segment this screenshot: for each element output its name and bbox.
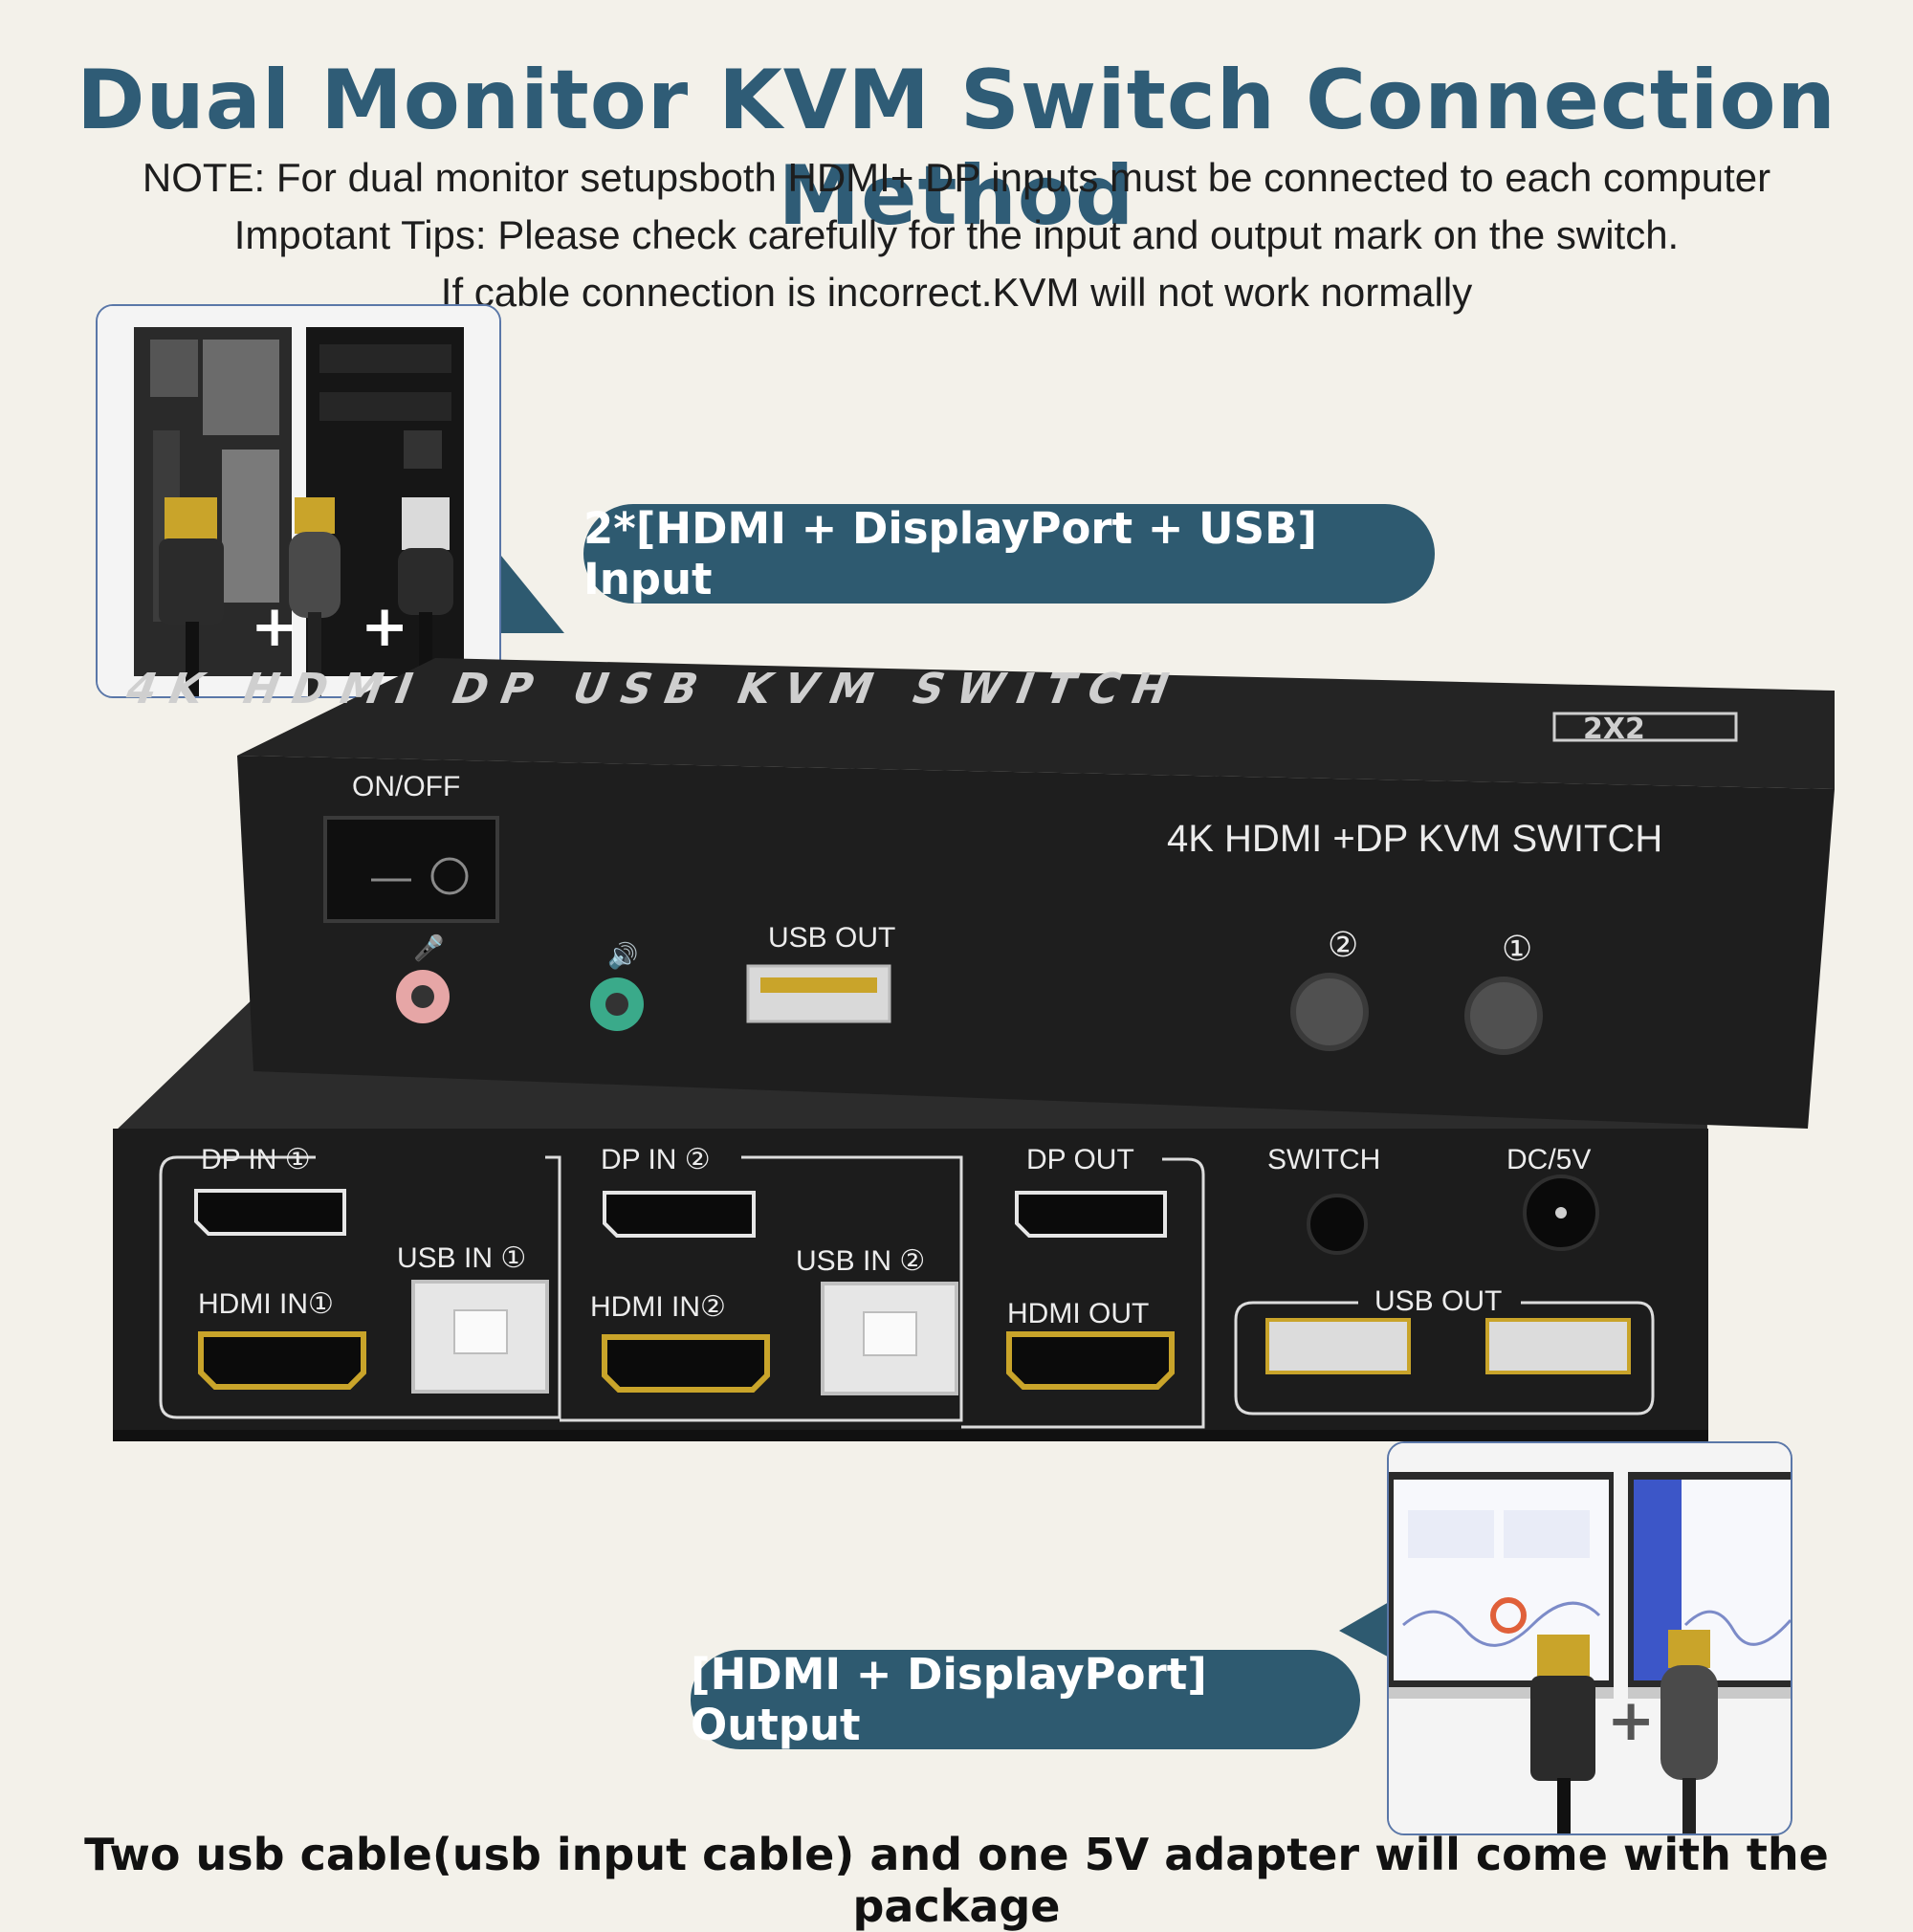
dp-plug-icon <box>295 497 335 534</box>
hdmi-out-port <box>1006 1331 1175 1390</box>
dc-label: DC/5V <box>1506 1144 1591 1175</box>
hdmi-plug-icon <box>1537 1635 1590 1678</box>
hdmi-in-2-port <box>602 1334 770 1393</box>
model-text: 4K HDMI +DP KVM SWITCH <box>1167 818 1662 860</box>
usb-in-2-label: USB IN ② <box>796 1245 925 1277</box>
front-panel <box>237 756 1835 1129</box>
usb-plug-icon <box>402 497 450 550</box>
usb-out-port-1 <box>1265 1318 1411 1374</box>
note-line-2: Impotant Tips: Please check carefully fo… <box>233 212 1680 257</box>
plus-icon: + <box>361 593 408 660</box>
dp-in-1-label: DP IN ① <box>201 1144 311 1175</box>
dp-in-1-port <box>194 1189 346 1236</box>
page-title: Dual Monitor KVM Switch Connection Metho… <box>77 53 1836 244</box>
select-button-1 <box>1464 977 1543 1055</box>
speaker-icon: 🔊 <box>607 940 638 971</box>
top-badge: 2X2 <box>1583 713 1645 746</box>
plus-icon: + <box>251 593 298 660</box>
input-1-group <box>159 1155 561 1419</box>
usb-out-group <box>1234 1301 1655 1416</box>
hdmi-in-1-port <box>198 1331 366 1390</box>
usb-in-1-label: USB IN ① <box>397 1242 526 1274</box>
hdmi-plug-icon <box>165 497 217 540</box>
hdmi-in-2-label: HDMI IN② <box>590 1291 726 1323</box>
power-switch <box>323 816 499 923</box>
select-button-2 <box>1290 973 1369 1051</box>
hdmi-in-1-label: HDMI IN① <box>198 1288 334 1320</box>
output-group <box>961 1157 1205 1429</box>
computers-illustration: + + <box>98 306 499 696</box>
switch-jack <box>1307 1194 1368 1255</box>
hdmi-out-label: HDMI OUT <box>1007 1298 1149 1329</box>
button-2-label: ② <box>1328 926 1358 965</box>
microphone-icon: 🎤 <box>413 933 444 963</box>
dp-in-2-port <box>603 1191 756 1238</box>
output-monitors-photo: + <box>1387 1441 1792 1835</box>
input-callout-pointer <box>493 545 564 633</box>
usb-out-port-2 <box>1485 1318 1631 1374</box>
top-print: 4K HDMI DP USB KVM SWITCH <box>119 664 1191 713</box>
usb-out-label: USB OUT <box>1374 1285 1502 1317</box>
button-1-label: ① <box>1502 930 1532 969</box>
dp-out-label: DP OUT <box>1026 1144 1134 1175</box>
device-top <box>237 658 1835 789</box>
note-line-1: NOTE: For dual monitor setupsboth HDMI+ … <box>142 155 1771 200</box>
input-computers-photo: + + <box>96 304 501 698</box>
switch-label: SWITCH <box>1267 1144 1380 1175</box>
note-line-3: If cable connection is incorrect.KVM wil… <box>440 270 1473 315</box>
dp-out-port <box>1015 1191 1167 1238</box>
front-usb-port <box>746 964 891 1023</box>
front-usb-out-label: USB OUT <box>768 922 895 954</box>
monitors-illustration: + <box>1389 1443 1791 1833</box>
dp-in-2-label: DP IN ② <box>601 1144 711 1175</box>
package-contents-note: Two usb cable(usb input cable) and one 5… <box>84 1829 1829 1932</box>
on-off-label: ON/OFF <box>352 771 460 802</box>
dp-plug-icon <box>1668 1630 1710 1668</box>
plus-icon: + <box>1607 1687 1655 1754</box>
output-callout: [HDMI + DisplayPort] Output <box>691 1649 1360 1750</box>
input-2-group <box>560 1155 963 1422</box>
